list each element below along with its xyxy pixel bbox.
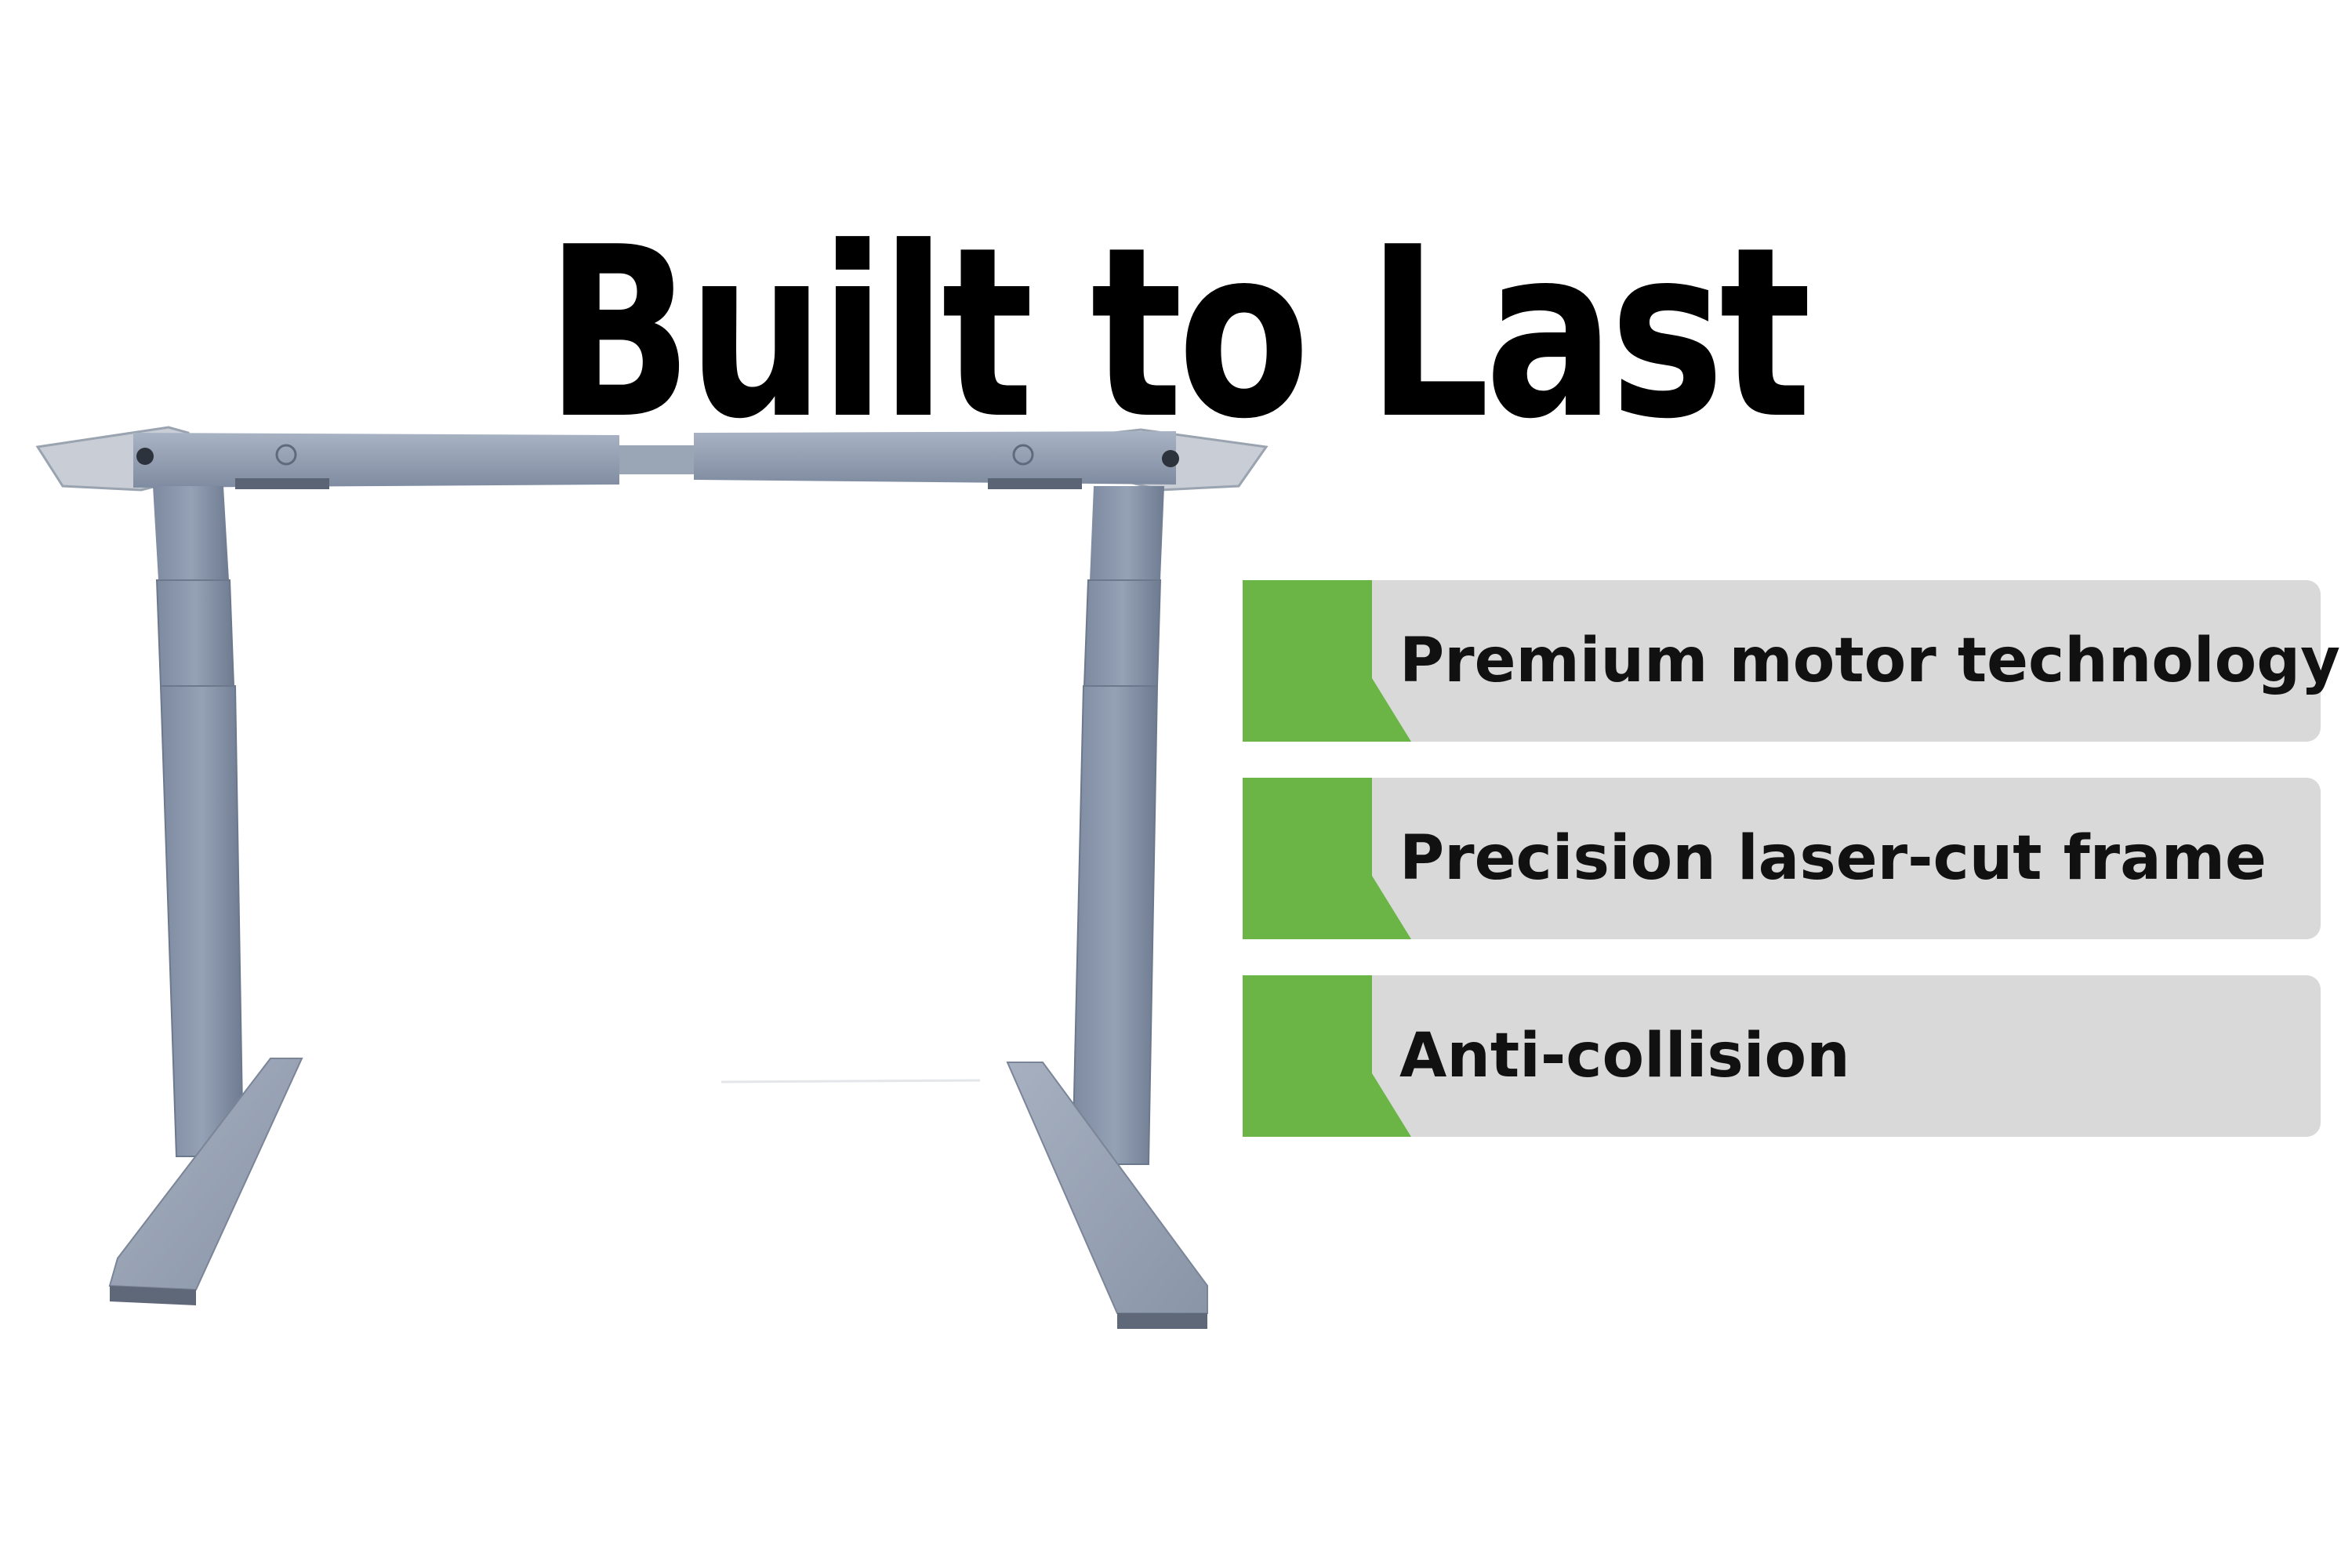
- feature-bar: [1243, 778, 2321, 939]
- feature-item-laser-cut-frame: Precision laser-cut frame: [1243, 778, 2321, 939]
- feature-label: Precision laser-cut frame: [1399, 823, 2267, 894]
- feature-bar: [1243, 975, 2321, 1137]
- standing-desk-frame-image: [35, 426, 1269, 1329]
- feature-list: Premium motor technology Precision laser…: [1243, 580, 2340, 1173]
- page-title: Built to Last: [545, 197, 1812, 470]
- feature-bar: [1243, 580, 2321, 742]
- feature-item-anti-collision: Anti-collision: [1243, 975, 2321, 1137]
- feature-label: Premium motor technology: [1399, 626, 2340, 696]
- feature-item-premium-motor: Premium motor technology: [1243, 580, 2340, 742]
- feature-label: Anti-collision: [1399, 1021, 1850, 1091]
